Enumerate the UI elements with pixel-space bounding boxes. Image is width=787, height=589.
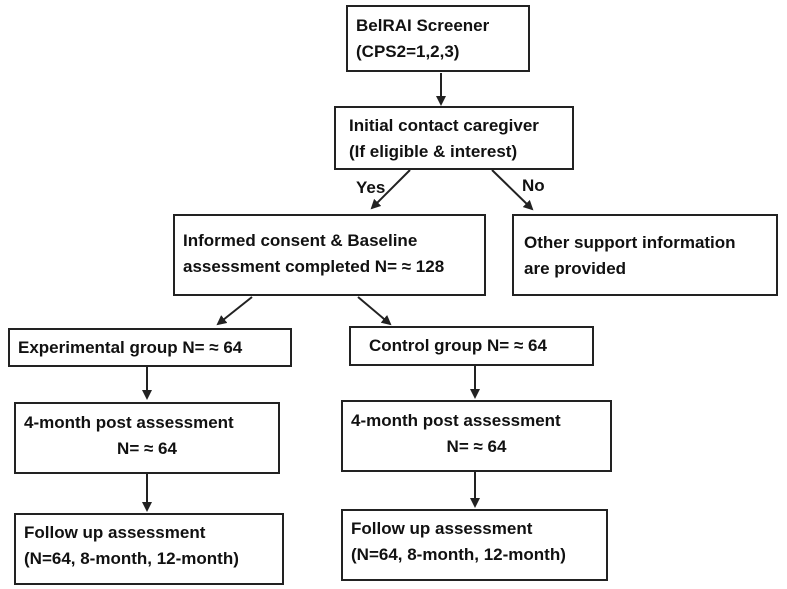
ctrl-follow-line1: Follow up assessment <box>351 519 533 538</box>
exp-follow-line1: Follow up assessment <box>24 523 206 542</box>
other-support-line2: are provided <box>524 259 627 278</box>
experimental-group-box: Experimental group N= ≈ 64 <box>8 328 292 367</box>
consent-box: Informed consent & Baseline assessment c… <box>173 214 486 296</box>
ctrl-post-line2: N= ≈ 64 <box>446 437 507 456</box>
exp-follow-line2: (N=64, 8-month, 12-month) <box>24 549 239 568</box>
contact-box: Initial contact caregiver (If eligible &… <box>334 106 574 170</box>
arrow-contact-to-consent <box>370 169 411 210</box>
exp-post-line2: N= ≈ 64 <box>117 439 177 458</box>
arrow-consent-to-experimental <box>216 296 253 326</box>
ctrl-post-line1: 4-month post assessment <box>351 411 561 430</box>
consent-line2: assessment completed N= ≈ 128 <box>183 257 445 276</box>
exp-post-box: 4-month post assessment N= ≈ 64 <box>14 402 280 474</box>
screener-line1: BelRAI Screener <box>356 16 490 35</box>
other-support-box: Other support information are provided <box>512 214 778 296</box>
consent-line1: Informed consent & Baseline <box>183 231 418 250</box>
contact-line1: Initial contact caregiver <box>349 116 539 135</box>
arrow-contact-to-other <box>491 169 534 211</box>
exp-post-line1: 4-month post assessment <box>24 413 234 432</box>
ctrl-follow-box: Follow up assessment (N=64, 8-month, 12-… <box>341 509 608 581</box>
control-group-label: Control group N= ≈ 64 <box>369 336 547 355</box>
contact-line2: (If eligible & interest) <box>349 142 518 161</box>
other-support-line1: Other support information <box>524 233 736 252</box>
edge-label-no: No <box>522 176 545 195</box>
exp-follow-box: Follow up assessment (N=64, 8-month, 12-… <box>14 513 284 585</box>
experimental-group-label: Experimental group N= ≈ 64 <box>18 338 243 357</box>
ctrl-follow-line2: (N=64, 8-month, 12-month) <box>351 545 566 564</box>
edge-label-yes: Yes <box>356 178 386 197</box>
screener-line2: (CPS2=1,2,3) <box>356 42 460 61</box>
ctrl-post-box: 4-month post assessment N= ≈ 64 <box>341 400 612 472</box>
control-group-box: Control group N= ≈ 64 <box>349 326 594 366</box>
arrow-consent-to-control <box>357 296 392 326</box>
screener-box: BelRAI Screener (CPS2=1,2,3) <box>346 5 530 72</box>
